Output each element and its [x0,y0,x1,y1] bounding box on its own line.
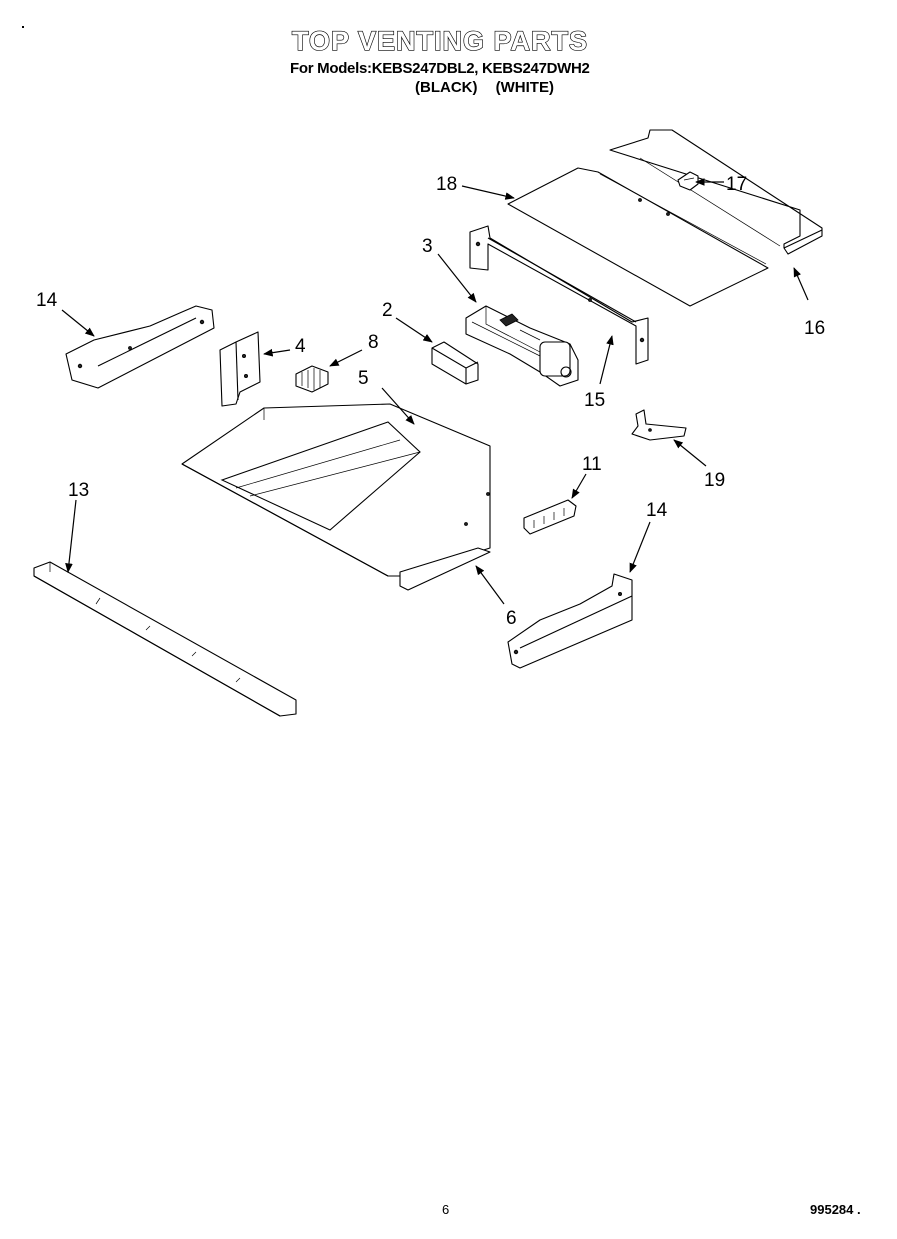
leader-4 [263,348,291,357]
part-2-block [431,341,479,385]
part-13-front-trim [33,561,297,717]
callout-14-right: 14 [646,500,668,521]
leader-15 [599,335,614,385]
leader-13 [65,499,77,573]
part-19-bracket [631,409,687,441]
part-16-top-panel [609,129,823,255]
document-number: 995284 . [810,1202,861,1217]
page-number: 6 [442,1202,450,1217]
part-17-clip [677,171,699,191]
leader-16 [793,267,809,301]
diagram-title: TOP VENTING PARTS [291,25,589,56]
color-variants: (BLACK) (WHITE) [415,79,568,96]
leader-19 [673,439,707,467]
callout-15: 15 [584,390,605,411]
part-14-left-bracket [65,305,215,389]
color-black-label: (BLACK) [415,79,478,96]
callout-14-left: 14 [36,290,58,311]
part-18-insulation [507,167,769,307]
models-line: For Models:KEBS247DBL2, KEBS247DWH2 [290,60,590,77]
callout-2: 2 [382,300,393,321]
callout-16: 16 [804,318,825,339]
color-white-label: (WHITE) [495,79,554,96]
callout-17: 17 [726,174,747,195]
part-3-vent-housing [465,305,579,387]
leader-18 [461,185,515,200]
part-6-vent-duct [181,403,491,591]
part-8-terminal-block [295,365,329,393]
callout-5: 5 [358,368,369,389]
leader-11 [571,473,587,499]
leader-14a [61,309,95,337]
callout-8: 8 [368,332,379,353]
leader-8 [329,349,363,367]
leader-6 [475,565,505,605]
part-14-right-bracket [507,573,633,669]
leader-2 [395,317,433,343]
callout-19: 19 [704,470,725,491]
callout-4: 4 [295,336,306,357]
leader-5 [381,387,415,425]
callout-3: 3 [422,236,433,257]
leader-3 [437,253,477,303]
callout-labels: 18 17 16 3 2 15 14 4 8 5 11 19 13 14 6 [36,174,825,629]
leader-14b [629,521,651,573]
callout-13: 13 [68,480,89,501]
part-15-channel [469,225,649,365]
scan-mark [22,26,24,28]
callout-6: 6 [506,608,517,629]
callout-18: 18 [436,174,457,195]
part-4-bracket [219,331,261,407]
leader-lines [61,178,809,605]
callout-11: 11 [582,454,602,475]
part-11-connector [523,499,577,535]
